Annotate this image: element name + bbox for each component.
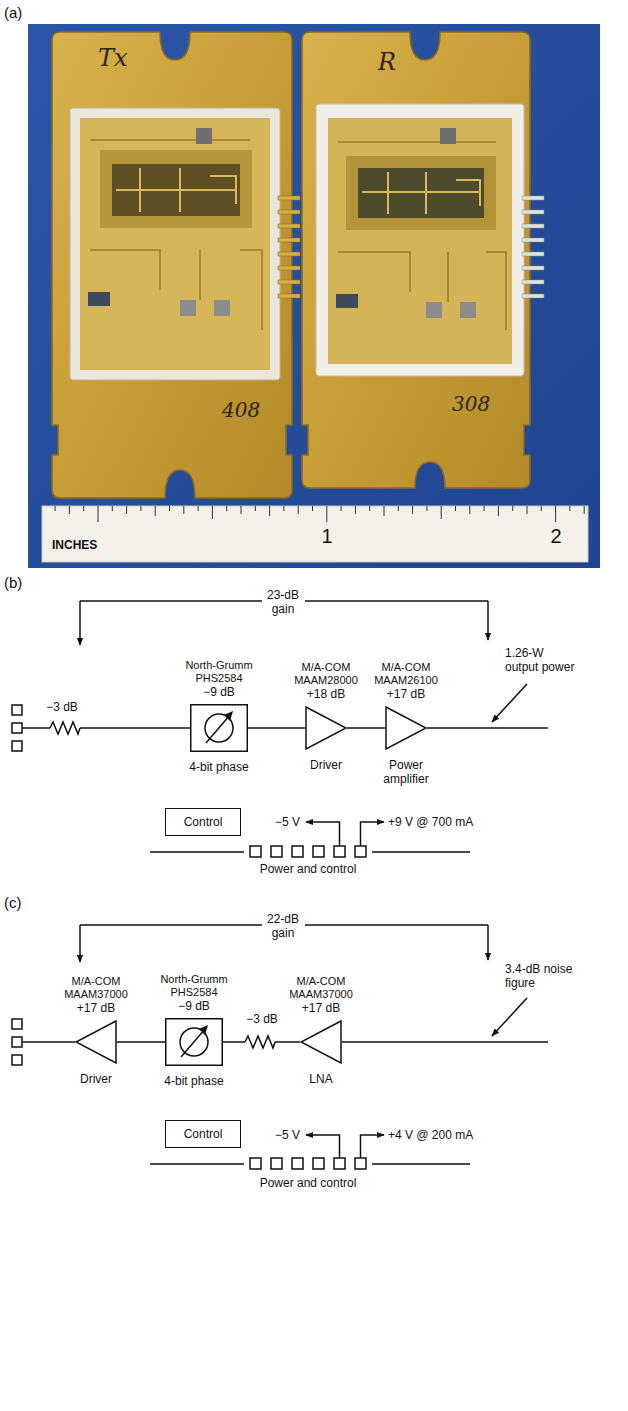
attenuator-value: −3 dB — [246, 1012, 278, 1026]
part-label-group: M/A-COM MAAM28000+18 dB — [286, 661, 366, 701]
gain-label: 23-dB gain — [263, 588, 303, 616]
block-name: Control — [184, 1127, 223, 1141]
supply-voltage: −5 V — [275, 1128, 300, 1142]
block-name: Power amplifier — [374, 758, 438, 786]
amplifier-symbol — [75, 1020, 117, 1064]
block-name-group: Power amplifier — [374, 758, 438, 786]
block-name: 4-bit phase — [162, 1074, 226, 1088]
gain-value: +17 dB — [366, 687, 446, 701]
ruler-number: 2 — [550, 524, 561, 548]
signal-line — [347, 727, 385, 729]
gain-value: +17 dB — [281, 1001, 361, 1015]
part-label-group: M/A-COM MAAM26100+17 dB — [366, 661, 446, 701]
supply-voltage: +4 V @ 200 mA — [388, 1128, 473, 1142]
panel-label: (a) — [4, 4, 22, 22]
block-name: LNA — [289, 1072, 353, 1086]
resistor-symbol — [50, 722, 80, 734]
block-name-group: Driver — [64, 1072, 128, 1086]
part-label-group: M/A-COM MAAM37000+17 dB — [281, 975, 361, 1015]
transmit-module — [52, 32, 300, 498]
part-label-group: M/A-COM MAAM37000+17 dB — [56, 975, 136, 1015]
power-amplifier: M/A-COM MAAM26100+17 dBPower amplifier — [385, 706, 427, 750]
part-number: M/A-COM MAAM37000 — [281, 975, 361, 1001]
amplifier-symbol — [300, 1020, 342, 1064]
output-callout: 1.26-W output power — [505, 646, 577, 674]
signal-line — [117, 1041, 165, 1043]
phase-shifter-symbol — [190, 704, 248, 752]
part-number: North-Grumm PHS2584 — [179, 659, 259, 685]
panel-label: (c) — [4, 894, 22, 912]
gain-value: −9 dB — [179, 685, 259, 699]
phase-shifter-symbol — [165, 1018, 223, 1066]
handwritten-mark: R — [378, 48, 396, 76]
driver-amplifier: M/A-COM MAAM37000+17 dBDriver — [75, 1020, 117, 1064]
amplifier-symbol — [385, 706, 427, 750]
part-number: M/A-COM MAAM37000 — [56, 975, 136, 1001]
block-name-group: 4-bit phase — [187, 760, 251, 774]
connector-label: Power and control — [260, 1176, 357, 1190]
ruler — [42, 506, 588, 562]
block-name-group: 4-bit phase — [162, 1074, 226, 1088]
control-box: Control — [165, 808, 241, 836]
gain-value: +18 dB — [286, 687, 366, 701]
block-name: Driver — [294, 758, 358, 772]
part-label-group: North-Grumm PHS2584−9 dB — [154, 973, 234, 1013]
amplifier-symbol — [305, 706, 347, 750]
ruler-number: 1 — [321, 524, 332, 548]
gain-value: +17 dB — [56, 1001, 136, 1015]
handwritten-mark: 408 — [222, 398, 260, 422]
block-name: 4-bit phase — [187, 760, 251, 774]
transmit-schematic — [12, 601, 548, 857]
phase-shifter-box: North-Grumm PHS2584−9 dB4-bit phase — [165, 1018, 223, 1066]
block-name: Control — [184, 815, 223, 829]
block-name-group: Driver — [294, 758, 358, 772]
control-box: Control — [165, 1120, 241, 1148]
part-number: M/A-COM MAAM28000 — [286, 661, 366, 687]
noise-figure-callout: 3.4-dB noise figure — [505, 962, 577, 990]
signal-line — [248, 727, 305, 729]
receive-schematic — [12, 925, 548, 1169]
part-number: North-Grumm PHS2584 — [154, 973, 234, 999]
receive-module — [302, 32, 544, 488]
driver-amplifier: M/A-COM MAAM28000+18 dBDriver — [305, 706, 347, 750]
phase-shifter-box: North-Grumm PHS2584−9 dB4-bit phase — [190, 704, 248, 752]
gain-value: −9 dB — [154, 999, 234, 1013]
low-noise-amplifier: M/A-COM MAAM37000+17 dBLNA — [300, 1020, 342, 1064]
gain-label: 22-dB gain — [263, 912, 303, 940]
supply-voltage: −5 V — [275, 815, 300, 829]
handwritten-mark: 308 — [452, 392, 490, 416]
part-label-group: North-Grumm PHS2584−9 dB — [179, 659, 259, 699]
part-number: M/A-COM MAAM26100 — [366, 661, 446, 687]
block-name: Driver — [64, 1072, 128, 1086]
resistor-symbol — [245, 1036, 275, 1048]
attenuator-value: −3 dB — [46, 700, 78, 714]
handwritten-mark: Tx — [98, 44, 128, 72]
block-name-group: LNA — [289, 1072, 353, 1086]
module-photo — [28, 24, 600, 568]
panel-label: (b) — [4, 574, 22, 592]
ruler-unit: INCHES — [52, 538, 97, 552]
supply-voltage: +9 V @ 700 mA — [388, 815, 473, 829]
connector-label: Power and control — [260, 862, 357, 876]
